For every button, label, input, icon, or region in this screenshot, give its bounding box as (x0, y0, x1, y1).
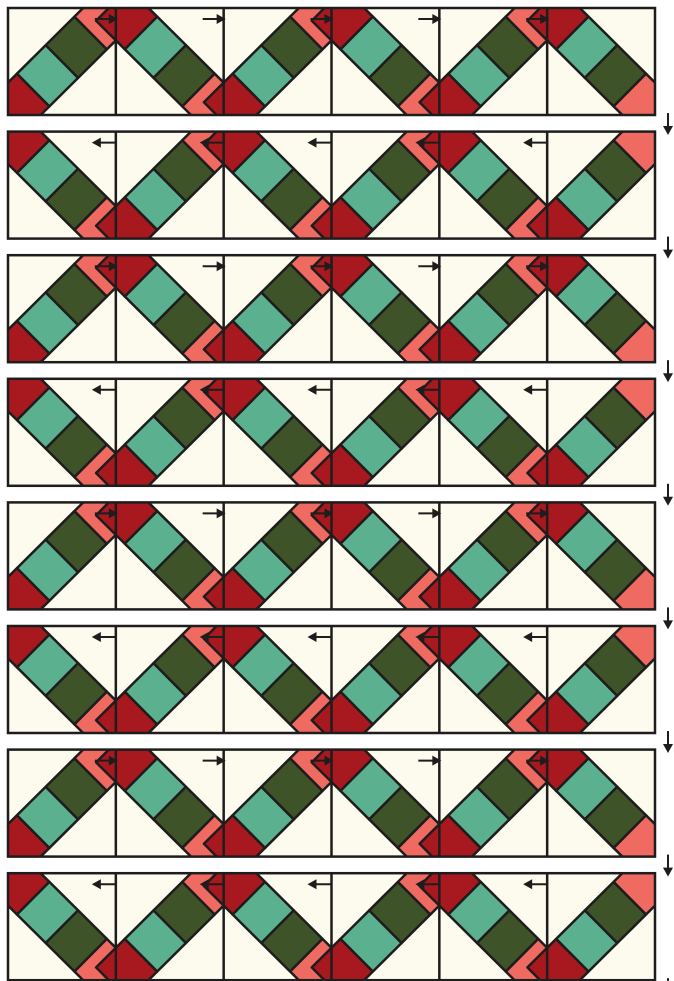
arrow-down-icon (663, 607, 673, 629)
arrow-down-icon (663, 731, 673, 753)
quilt-row (0, 235, 674, 382)
arrow-down-icon (663, 113, 673, 135)
quilt-row (0, 112, 674, 259)
quilt-row (0, 359, 674, 506)
arrow-down-icon (663, 360, 673, 382)
arrow-down-icon (663, 855, 673, 877)
quilt-row (0, 0, 674, 135)
arrow-down-icon (663, 237, 673, 259)
quilt-row (0, 483, 674, 630)
arrow-down-icon (663, 484, 673, 506)
quilt-row (0, 606, 674, 753)
quilt-row (0, 730, 674, 877)
quilt-row (0, 853, 674, 981)
